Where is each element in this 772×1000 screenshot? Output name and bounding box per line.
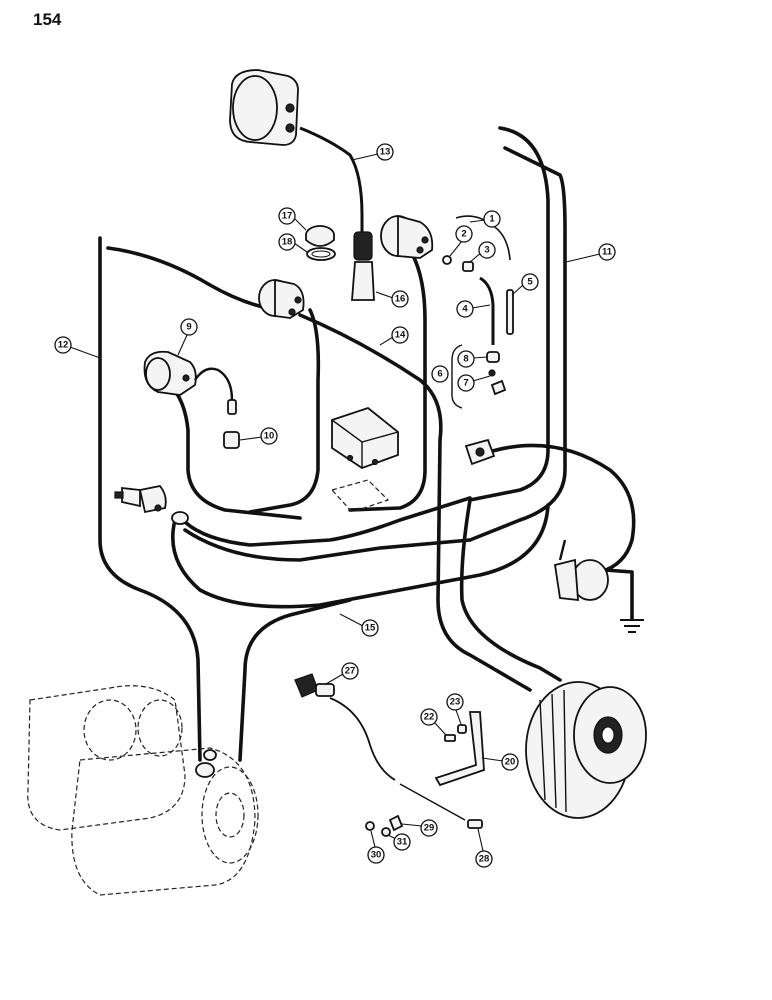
callout-label: 23 [450,697,461,708]
water-temp-gauge-9 [143,350,237,415]
callout-9: 9 [177,318,198,356]
callout-4: 4 [456,300,491,318]
callout-label: 4 [462,304,468,315]
callout-label: 16 [395,294,406,305]
callout-label: 1 [489,214,495,225]
callout-29: 29 [401,819,438,837]
callouts: 1 2 3 4 5 6 7 [54,143,616,868]
clamp-28 [467,819,483,829]
tube-4 [479,276,495,345]
callout-label: 6 [437,369,442,380]
callout-12: 12 [54,336,101,359]
callout-label: 29 [424,823,435,834]
callout-label: 5 [527,277,533,288]
callout-6: 6 [431,365,449,383]
ignition-switch [114,485,189,525]
callout-14: 14 [379,326,409,346]
callout-label: 3 [484,245,489,256]
nut-23 [457,724,467,734]
fittings-7-8 [451,344,507,409]
wiring-harness [98,126,644,821]
callout-label: 10 [264,431,275,442]
starter-motor [27,685,259,896]
callout-3: 3 [469,241,496,263]
screw-30 [365,821,375,831]
callout-8: 8 [457,350,488,368]
light-switch [464,438,496,466]
callout-27: 27 [325,662,359,685]
callout-label: 18 [282,237,293,248]
bracket-20 [434,711,485,787]
clip-29 [388,814,404,832]
callout-2: 2 [449,225,473,257]
callout-label: 22 [424,712,435,723]
callout-label: 30 [371,850,382,861]
callout-label: 9 [186,322,191,333]
temperature-gauge-top [229,69,299,146]
washer-31 [381,827,391,837]
callout-label: 14 [395,330,406,341]
callout-label: 13 [380,147,391,158]
callout-1: 1 [469,210,501,228]
callout-label: 15 [365,623,376,634]
alternator [525,681,647,819]
callout-11: 11 [565,243,616,263]
callout-label: 2 [461,229,466,240]
horn-button [553,539,609,602]
callout-label: 27 [345,666,356,677]
callout-7: 7 [457,374,491,392]
page-number: 154 [33,10,62,29]
tube-5 [506,289,514,335]
fittings-2-3 [442,255,474,272]
ammeter-gauge [258,278,305,319]
oil-pressure-gauge [380,214,434,259]
callout-label: 8 [463,354,468,365]
callout-label: 20 [505,757,516,768]
callout-30: 30 [367,830,385,864]
bushing-10 [223,431,240,449]
callout-label: 12 [58,340,69,351]
bolt-22 [444,734,456,742]
callout-20: 20 [481,753,519,771]
callout-label: 7 [463,378,468,389]
callout-label: 17 [282,211,293,222]
choke-knob-27 [294,673,335,698]
callout-17: 17 [278,207,307,231]
callout-10: 10 [239,427,278,445]
gasket-18 [306,247,336,261]
voltage-regulator [331,406,399,470]
callout-label: 31 [397,837,408,848]
callout-5: 5 [511,273,539,296]
callout-22: 22 [420,708,447,736]
regulator-mount-outline [330,479,390,513]
callout-18: 18 [278,233,308,253]
callout-31: 31 [387,833,411,851]
callout-label: 11 [602,247,613,258]
callout-23: 23 [446,693,464,725]
callout-13: 13 [351,143,394,161]
sender-13 [351,231,375,301]
callout-28: 28 [475,828,493,868]
cap-17 [305,225,335,247]
callout-label: 28 [479,854,490,865]
callout-16: 16 [375,290,409,308]
callout-15: 15 [339,613,379,637]
